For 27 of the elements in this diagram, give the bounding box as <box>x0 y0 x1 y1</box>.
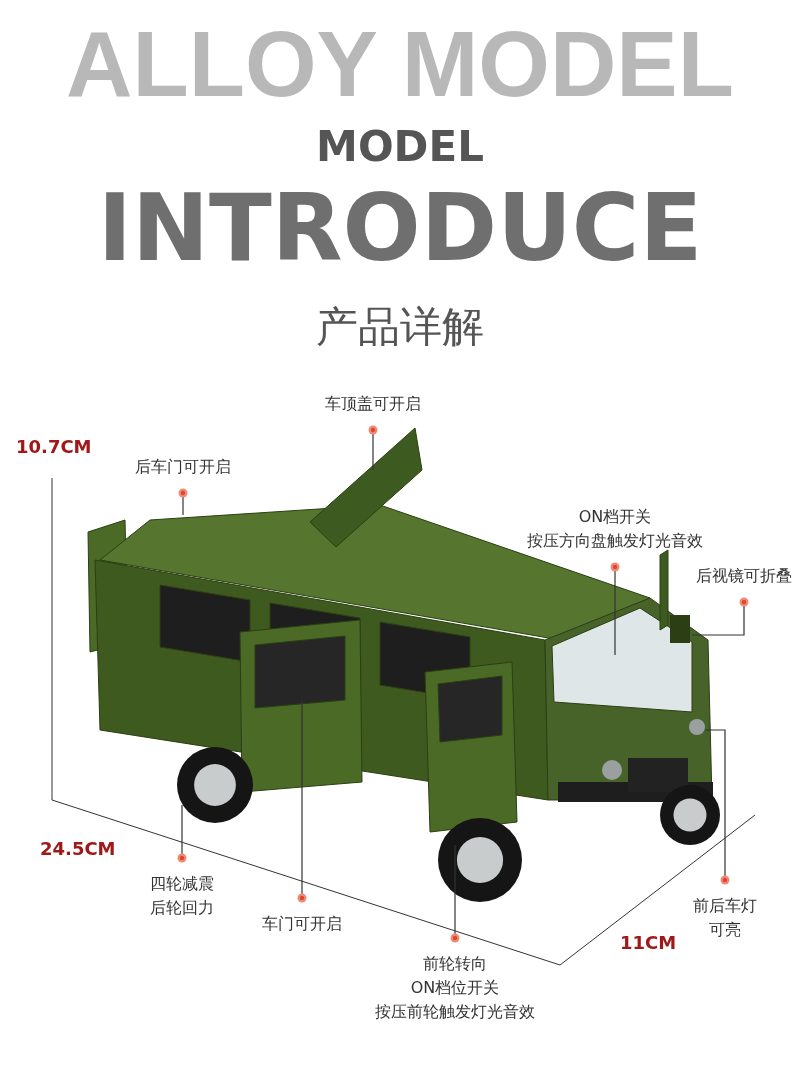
callout-text: ON档开关 <box>578 506 652 528</box>
leader-line <box>368 425 378 471</box>
callout-text: 车门可开启 <box>262 913 342 935</box>
background-heading: ALLOY MODEL <box>66 18 734 110</box>
dimension-label: 24.5CM <box>40 838 116 859</box>
callout-text: 后视镜可折叠 <box>696 565 792 587</box>
leader-line <box>610 562 620 656</box>
subtitle: 产品详解 <box>316 302 484 353</box>
dimension-label: 11CM <box>620 932 677 953</box>
callout-text: 后轮回力 <box>150 897 214 919</box>
title: INTRODUCE <box>97 178 703 280</box>
callout-text: 四轮减震 <box>150 873 214 895</box>
callout-text: ON档位开关 <box>410 977 500 999</box>
leader-line <box>177 804 187 863</box>
leader-line <box>704 729 730 885</box>
callout-text: 车顶盖可开启 <box>325 393 421 415</box>
callout-text: 按压方向盘触发灯光音效 <box>527 530 703 552</box>
leader-line <box>178 488 188 516</box>
callout-text: 前轮转向 <box>423 953 487 975</box>
leader-line <box>691 597 749 636</box>
callout-text: 后车门可开启 <box>135 456 231 478</box>
subtitle: MODEL <box>316 124 484 171</box>
leader-line <box>450 844 460 943</box>
callout-text: 前后车灯可亮 <box>693 895 757 941</box>
dimension-label: 10.7CM <box>16 436 92 457</box>
callout-text: 按压前轮触发灯光音效 <box>375 1001 535 1023</box>
leader-line <box>297 699 307 903</box>
